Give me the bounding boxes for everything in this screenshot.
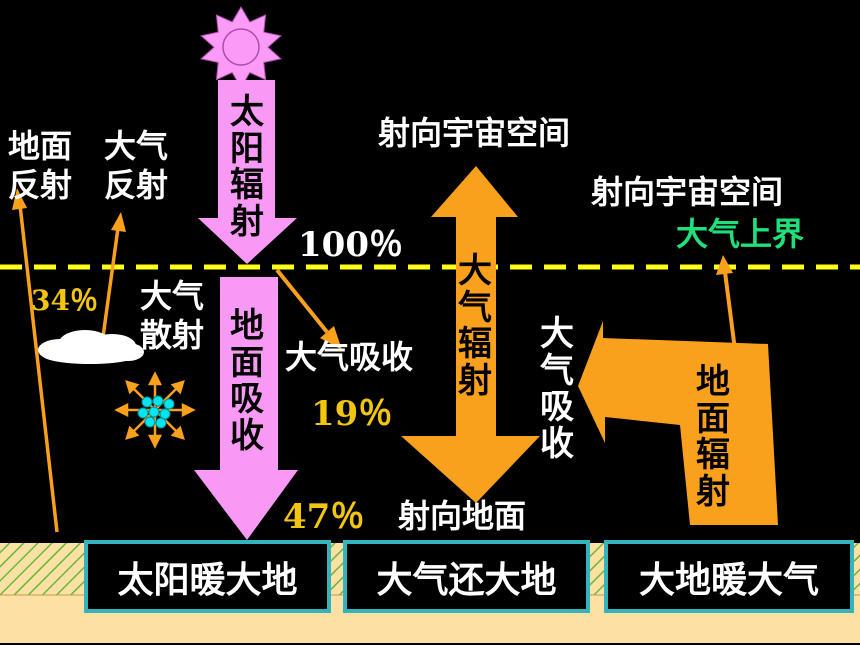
ground-absorption-label: 地面吸收: [230, 306, 264, 457]
to-space-label-center: 射向宇宙空间: [378, 114, 571, 152]
scattering-molecules-icon: [114, 371, 196, 449]
sun-warms-earth-box: 太阳暖大地: [84, 540, 331, 613]
percent-100: 100％: [298, 225, 403, 265]
atmospheric-radiation-label: 大气辐射: [458, 251, 492, 402]
ground-absorption-arrow: [194, 277, 298, 540]
sun-icon: [200, 6, 282, 89]
percent-34: 34％: [31, 284, 98, 317]
cloud-icon: [38, 330, 144, 364]
percent-19: 19％: [311, 394, 393, 434]
percent-47: 47％: [283, 497, 365, 537]
ground-radiation-to-space-arrow: [716, 255, 737, 351]
ground-reflection-label: 地面反射: [8, 127, 73, 205]
atmosphere-upper-boundary-label: 大气上界: [676, 215, 805, 253]
earth-warms-atmosphere-box: 大地暖大气: [604, 540, 854, 613]
atmosphere-reflection-label: 大气反射: [104, 127, 169, 205]
to-ground-label: 射向地面: [398, 497, 527, 535]
solar-radiation-arrow: [198, 80, 297, 264]
to-space-label-right: 射向宇宙空间: [591, 173, 784, 211]
atmosphere-scattering-label: 大气散射: [140, 277, 205, 355]
ground-reflection-arrow: [12, 188, 59, 533]
atmospheric-absorption-vertical-label: 大气吸收: [540, 314, 574, 465]
atmospheric-absorption-pointer: [275, 268, 342, 350]
atmospheric-radiation-arrow: [401, 166, 540, 503]
ground-radiation-arrow: [578, 321, 778, 525]
atmosphere-absorption-label: 大气吸收: [285, 338, 414, 376]
atmosphere-reflection-arrow: [101, 212, 126, 338]
ground-radiation-label: 地面辐射: [696, 362, 730, 513]
solar-radiation-label: 太阳辐射: [230, 92, 264, 243]
atmosphere-returns-earth-box: 大气还大地: [343, 540, 590, 613]
